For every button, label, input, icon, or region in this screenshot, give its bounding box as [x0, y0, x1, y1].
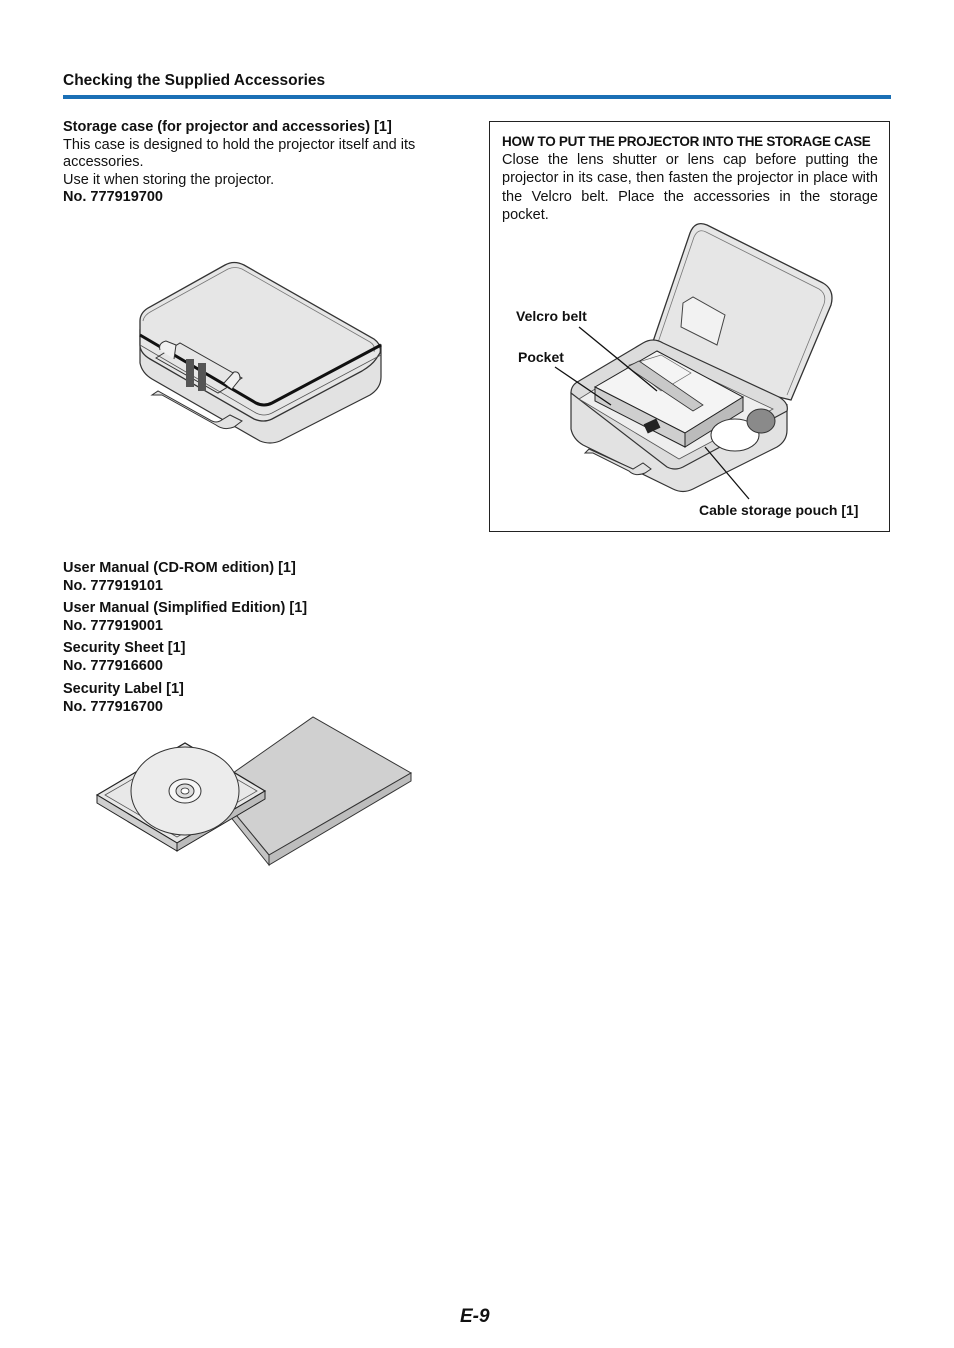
storage-case-description: Storage case (for projector and accessor… [63, 119, 415, 207]
closed-storage-case-illustration [139, 261, 382, 444]
accessory-item: User Manual (CD-ROM edition) [1] No. 777… [63, 560, 296, 595]
accessory-number: No. 777919101 [63, 577, 163, 594]
storage-case-number: No. 777919700 [63, 189, 163, 205]
callout-pocket: Pocket [518, 349, 564, 365]
open-storage-case-illustration [554, 222, 833, 500]
callout-cable-storage-pouch: Cable storage pouch [1] [699, 502, 859, 518]
accessory-number: No. 777916700 [63, 698, 163, 715]
section-rule [63, 95, 891, 99]
accessory-item: Security Label [1] No. 777916700 [63, 681, 184, 716]
page-number: E-9 [460, 1306, 490, 1327]
section-title: Checking the Supplied Accessories [63, 72, 326, 89]
storage-case-heading: Storage case (for projector and accessor… [63, 119, 392, 135]
accessory-item: User Manual (Simplified Edition) [1] No.… [63, 600, 307, 635]
howto-title: HOW TO PUT THE PROJECTOR INTO THE STORAG… [502, 134, 871, 149]
howto-text: Close the lens shutter or lens cap befor… [502, 152, 878, 223]
callout-velcro-belt: Velcro belt [516, 308, 587, 324]
accessory-number: No. 777919001 [63, 617, 163, 634]
accessory-name: User Manual (Simplified Edition) [1] [63, 600, 308, 616]
accessory-name: Security Sheet [1] [63, 640, 186, 656]
accessory-name: User Manual (CD-ROM edition) [1] [63, 560, 296, 576]
cdrom-and-manual-illustration [95, 716, 413, 867]
accessory-name: Security Label [1] [63, 681, 184, 697]
storage-case-desc-line3: Use it when storing the projector. [63, 171, 275, 188]
accessory-item: Security Sheet [1] No. 777916600 [63, 640, 186, 675]
accessory-number: No. 777916600 [63, 657, 163, 674]
storage-case-desc-line1: This case is designed to hold the projec… [63, 136, 416, 153]
storage-case-desc-line2: accessories. [63, 154, 144, 170]
howto-box: HOW TO PUT THE PROJECTOR INTO THE STORAG… [489, 121, 890, 532]
